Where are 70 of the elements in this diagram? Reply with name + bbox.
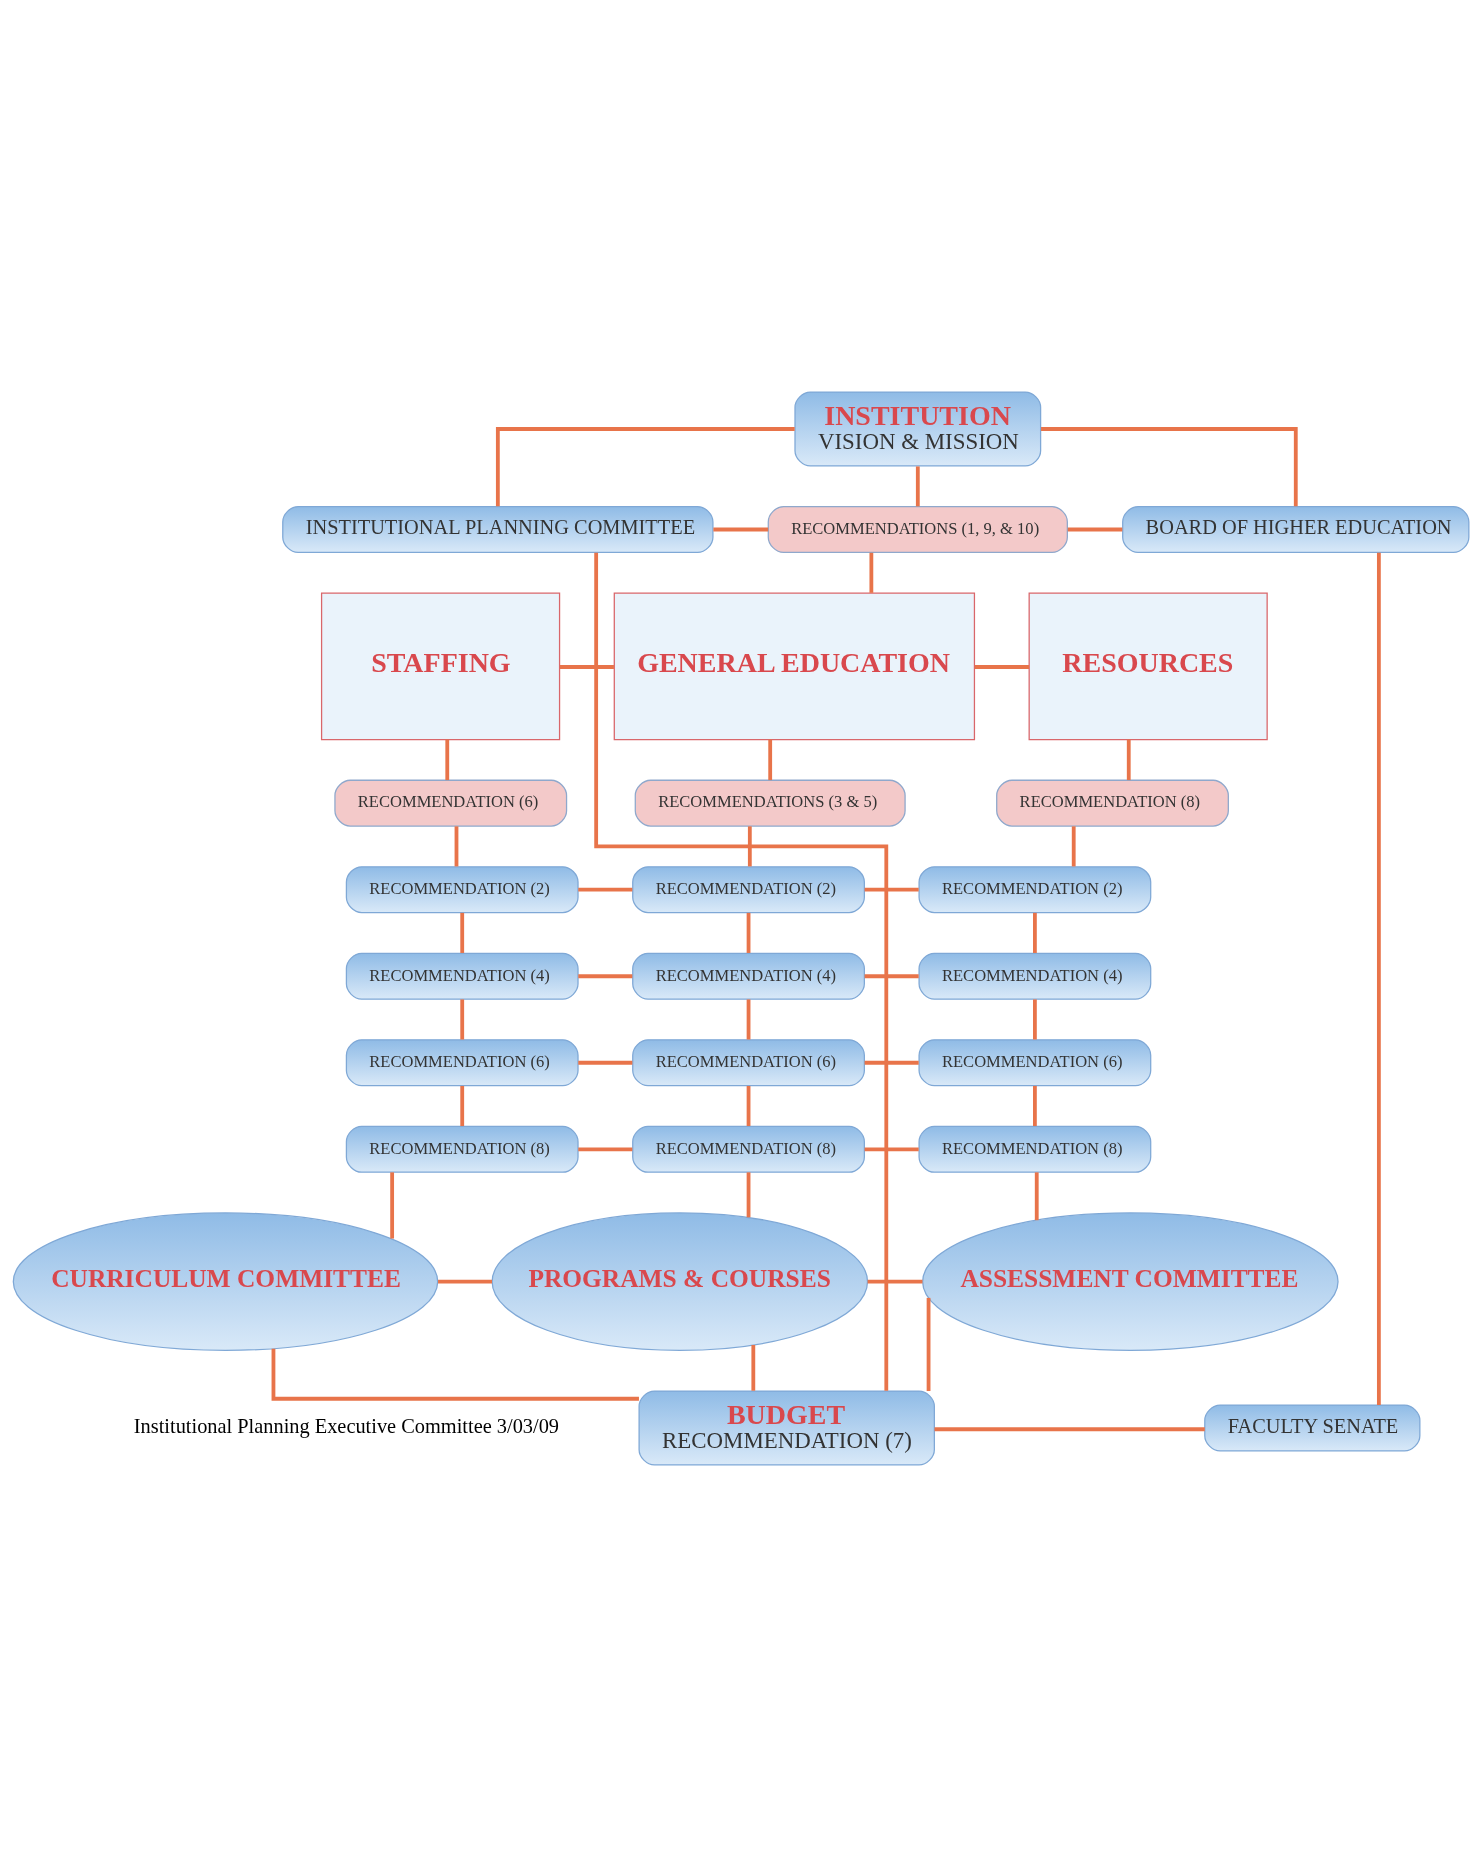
node-box: RECOMMENDATION (8) — [918, 1125, 1152, 1173]
connector — [926, 1297, 931, 1392]
node-box: FACULTY SENATE — [1204, 1404, 1421, 1452]
label: Institutional Planning Executive Committee 3/03/09 — [133, 1414, 560, 1437]
connector — [1041, 427, 1298, 507]
connector — [1033, 999, 1037, 1040]
node-box: BUDGET RECOMMENDATION (7) — [638, 1390, 935, 1466]
node-ellipse: CURRICULUM COMMITTEE — [12, 1212, 439, 1351]
node-box: RECOMMENDATION (8) — [345, 1125, 579, 1173]
connector — [864, 1060, 919, 1065]
node-box: RECOMMENDATION (2) — [632, 866, 865, 914]
connector — [746, 912, 751, 953]
node-box: RESOURCES — [1028, 592, 1268, 741]
node-ellipse: PROGRAMS & COURSES — [491, 1212, 869, 1351]
connector — [438, 1279, 492, 1284]
connector — [864, 974, 919, 979]
connector — [445, 739, 450, 781]
node-box: RECOMMENDATION (2) — [918, 866, 1152, 914]
node-box: GENERAL EDUCATION — [613, 592, 976, 741]
connector — [559, 665, 614, 669]
connector — [495, 427, 795, 507]
node-box: RECOMMENDATION (6) — [334, 779, 568, 827]
node-box: INSTITUTION VISION & MISSION — [794, 391, 1042, 467]
connector — [1071, 826, 1076, 867]
connector — [915, 466, 920, 507]
connector — [271, 1348, 639, 1401]
node-box: RECOMMENDATION (8) — [996, 779, 1229, 827]
node-box: RECOMMENDATION (6) — [918, 1039, 1152, 1087]
connector — [1033, 912, 1037, 953]
node-box: RECOMMENDATION (8) — [632, 1125, 865, 1173]
node-box: STAFFING — [320, 592, 561, 741]
node-box: RECOMMENDATION (2) — [345, 866, 579, 914]
connector — [578, 1060, 633, 1065]
connector — [869, 552, 874, 593]
connector — [934, 1427, 1205, 1432]
connector — [460, 1085, 465, 1127]
node-box: INSTITUTIONAL PLANNING COMMITTEE — [282, 506, 714, 554]
connector — [390, 1172, 395, 1239]
node-box: RECOMMENDATION (6) — [345, 1039, 579, 1087]
connector — [974, 665, 1030, 669]
node-box: RECOMMENDATIONS (1, 9, & 10) — [767, 506, 1068, 554]
node-ellipse: ASSESSMENT COMMITTEE — [922, 1212, 1339, 1351]
node-box: RECOMMENDATIONS (3 & 5) — [634, 779, 906, 827]
connector — [751, 1345, 756, 1391]
connector — [864, 1147, 919, 1152]
connector — [578, 887, 633, 892]
connector — [864, 887, 919, 892]
node-box: RECOMMENDATION (6) — [632, 1039, 865, 1087]
connector — [1376, 552, 1381, 1406]
node-box: BOARD OF HIGHER EDUCATION — [1122, 506, 1470, 554]
connector — [768, 739, 773, 781]
connector — [578, 974, 633, 979]
connector — [713, 527, 769, 532]
connector — [460, 999, 465, 1040]
node-box: RECOMMENDATION (4) — [345, 952, 579, 1000]
connector — [594, 552, 889, 1391]
connector — [454, 826, 459, 867]
connector — [746, 1085, 751, 1127]
connector — [746, 999, 751, 1040]
connector — [1034, 1172, 1039, 1221]
connector — [1033, 1085, 1037, 1127]
connector — [1067, 527, 1123, 532]
connector — [747, 826, 752, 867]
node-box: RECOMMENDATION (4) — [918, 952, 1152, 1000]
connector — [1126, 739, 1131, 781]
node-box: RECOMMENDATION (4) — [632, 952, 865, 1000]
connector — [746, 1172, 751, 1218]
connector — [578, 1147, 633, 1152]
connector — [867, 1279, 923, 1284]
connector — [460, 912, 465, 953]
